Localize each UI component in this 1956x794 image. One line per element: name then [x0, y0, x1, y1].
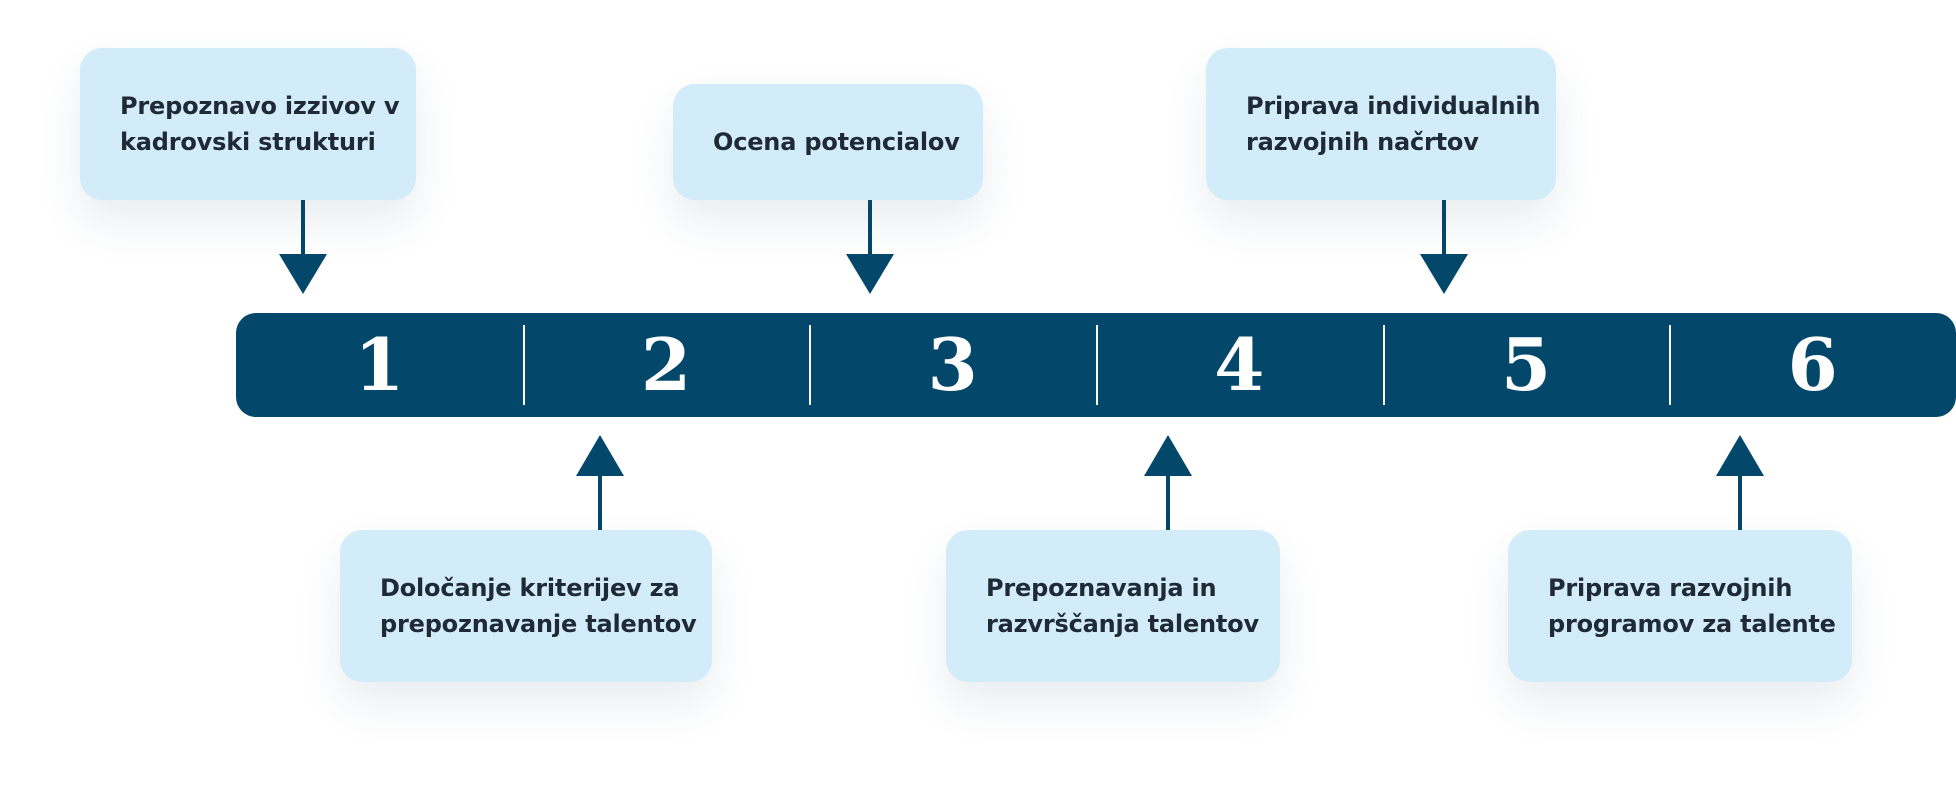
- step-3-number: 3: [927, 322, 978, 407]
- timeline-segment-4: 4: [1096, 313, 1383, 417]
- step-4-label-line2: razvrščanja talentov: [986, 610, 1259, 638]
- step-5-box: Priprava individualnih razvojnih načrtov: [1206, 48, 1556, 200]
- step-1-label-line1: Prepoznavo izzivov v: [120, 92, 400, 120]
- step-4-number: 4: [1214, 322, 1265, 407]
- step-2-box: Določanje kriterijev za prepoznavanje ta…: [340, 530, 712, 682]
- step-3-box: Ocena potencialov: [673, 84, 983, 200]
- step-6-label-line1: Priprava razvojnih: [1548, 574, 1793, 602]
- timeline-segment-1: 1: [236, 313, 523, 417]
- timeline-segment-3: 3: [809, 313, 1096, 417]
- step-3-arrow: [846, 200, 894, 294]
- step-1-label-line2: kadrovski strukturi: [120, 128, 376, 156]
- timeline-segment-5: 5: [1382, 313, 1670, 417]
- step-2-label-line1: Določanje kriterijev za: [380, 574, 680, 602]
- step-1-arrow: [279, 200, 327, 294]
- step-6-arrow: [1716, 435, 1764, 530]
- step-4-label-line1: Prepoznavanja in: [986, 574, 1217, 602]
- step-5-arrow: [1420, 200, 1468, 294]
- timeline-segment-2: 2: [522, 313, 810, 417]
- step-1-number: 1: [354, 322, 405, 407]
- step-4-arrow: [1144, 435, 1192, 530]
- step-5-label-line1: Priprava individualnih: [1246, 92, 1541, 120]
- step-5-label-line2: razvojnih načrtov: [1246, 128, 1479, 156]
- step-2-label-line2: prepoznavanje talentov: [380, 610, 697, 638]
- step-5-number: 5: [1500, 322, 1552, 407]
- step-2-arrow: [576, 435, 624, 530]
- step-6-label-line2: programov za talente: [1548, 610, 1836, 638]
- timeline-bar: 1 2 3 4 5 6: [236, 313, 1956, 417]
- step-2-number: 2: [640, 322, 692, 407]
- step-3-label-line1: Ocena potencialov: [713, 128, 960, 156]
- step-6-box: Priprava razvojnih programov za talente: [1508, 530, 1852, 682]
- step-1-box: Prepoznavo izzivov v kadrovski strukturi: [80, 48, 416, 200]
- step-6-number: 6: [1787, 322, 1838, 407]
- timeline-segment-6: 6: [1669, 313, 1956, 417]
- step-4-box: Prepoznavanja in razvrščanja talentov: [946, 530, 1280, 682]
